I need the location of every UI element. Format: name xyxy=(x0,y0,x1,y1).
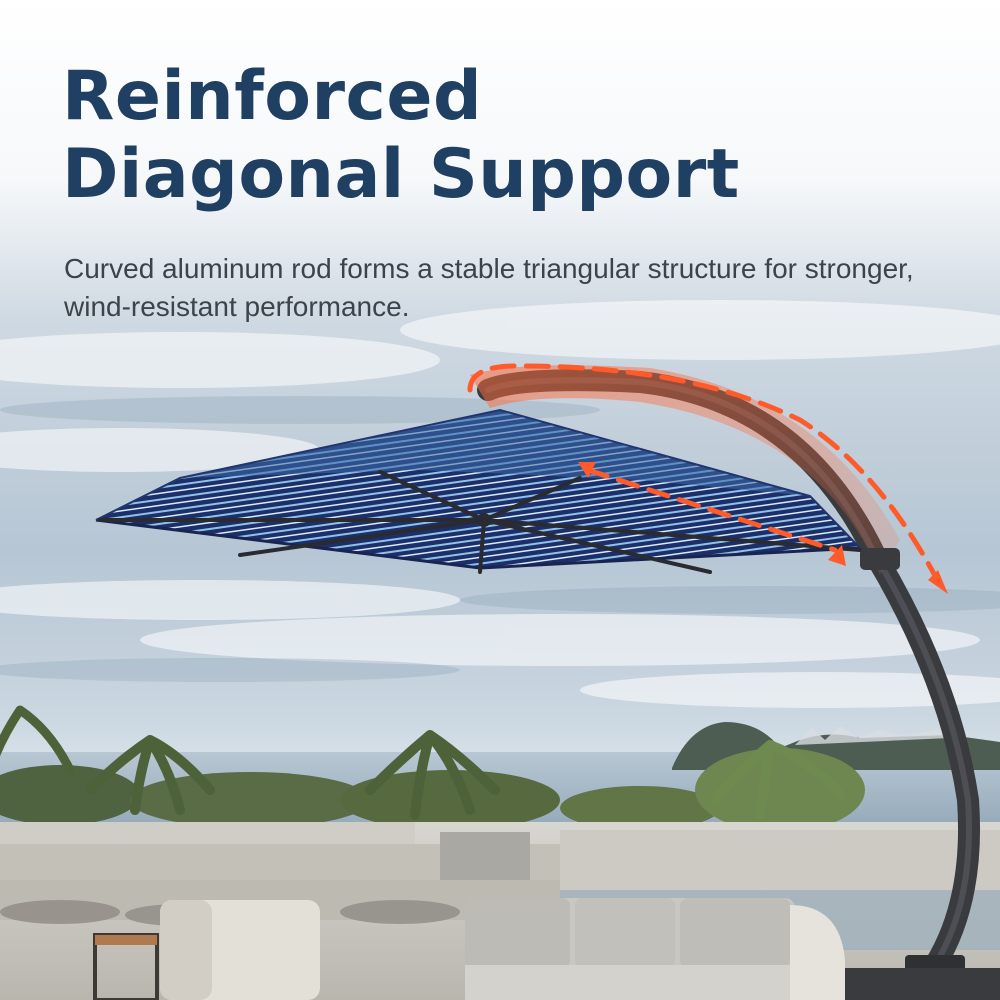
description-text: Curved aluminum rod forms a stable trian… xyxy=(64,253,914,322)
dashed-arrow-icon xyxy=(467,363,943,588)
palm-trees xyxy=(0,705,865,832)
headline: Reinforced Diagonal Support xyxy=(62,58,740,214)
headline-line-2: Diagonal Support xyxy=(62,135,740,214)
double-arrow-icon xyxy=(578,462,846,566)
outdoor-sofa xyxy=(93,898,845,1000)
umbrella-canopy xyxy=(95,408,900,574)
highlight-glow xyxy=(470,365,900,575)
headline-line-1: Reinforced xyxy=(62,57,483,136)
clouds xyxy=(0,300,1000,708)
